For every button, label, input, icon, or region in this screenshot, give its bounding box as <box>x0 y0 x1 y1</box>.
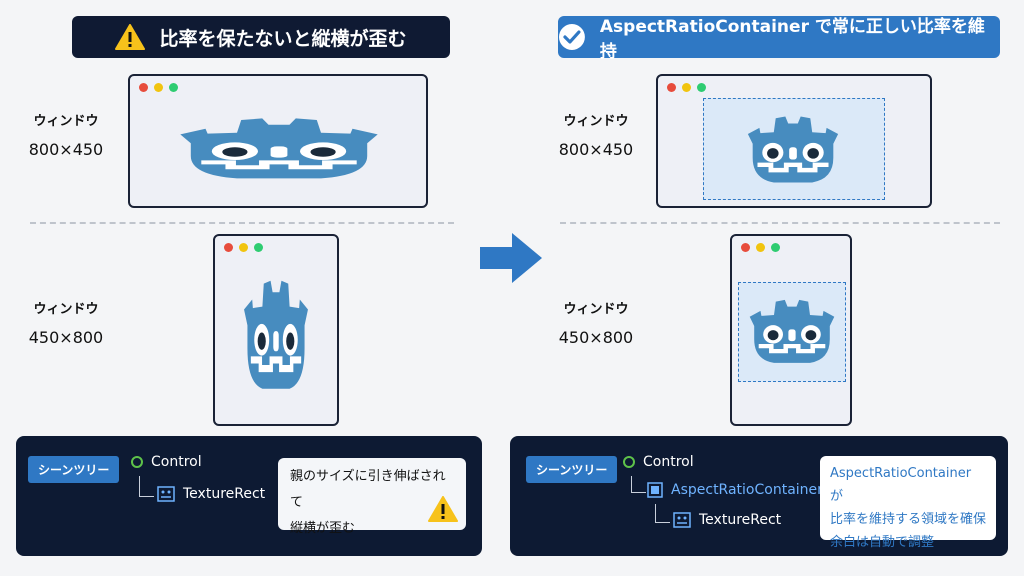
right-win2-label: ウィンドウ 450×800 <box>546 296 646 352</box>
tree-connector <box>139 476 154 497</box>
scene-tree-tag: シーンツリー <box>526 456 618 483</box>
left-window-tall <box>213 234 339 426</box>
check-icon <box>558 24 585 50</box>
tree-node-control[interactable]: Control <box>131 454 202 470</box>
note-line: 比率を維持する領域を確保 <box>830 512 987 527</box>
right-win1-size: 800×450 <box>558 140 634 159</box>
right-win2-size: 450×800 <box>558 328 634 347</box>
tree-connector <box>631 476 646 493</box>
left-banner: 比率を保たないと縦横が歪む <box>72 16 450 58</box>
tree-node-texturerect[interactable]: TextureRect <box>157 486 265 502</box>
arrow-right-icon <box>480 233 542 283</box>
right-banner: AspectRatioContainer で常に正しい比率を維持 <box>558 16 1000 62</box>
godot-logo <box>745 105 841 193</box>
warning-icon <box>115 24 146 50</box>
tree-node-label: Control <box>151 454 202 470</box>
left-banner-title: 比率を保たないと縦横が歪む <box>159 27 407 50</box>
window-controls <box>224 243 263 252</box>
left-win1-title: ウィンドウ <box>33 114 99 129</box>
scene-tree-tag: シーンツリー <box>28 456 120 483</box>
left-note: 親のサイズに引き伸ばされて 縦横が歪む <box>278 458 466 536</box>
godot-logo-stretched-tall <box>242 262 310 406</box>
window-controls <box>667 83 706 92</box>
right-window-tall <box>730 234 852 426</box>
left-win1-label: ウィンドウ 800×450 <box>16 108 116 164</box>
control-node-icon <box>623 456 635 468</box>
aspect-ratio-area <box>703 98 885 200</box>
container-icon <box>647 482 663 498</box>
note-line: 親のサイズに引き伸ばされて <box>290 469 446 510</box>
warning-icon <box>428 496 458 522</box>
texturerect-icon <box>673 512 691 528</box>
right-divider <box>560 222 1000 224</box>
tree-node-label: TextureRect <box>183 486 266 502</box>
left-window-wide <box>128 74 428 208</box>
texturerect-icon <box>157 486 175 502</box>
tree-node-aspectratiocontainer[interactable]: AspectRatioContainer <box>647 482 823 498</box>
tree-node-label: TextureRect <box>699 512 782 528</box>
note-line: 縦横が歪む <box>290 521 356 536</box>
left-win2-size: 450×800 <box>28 328 104 347</box>
godot-logo-stretched-wide <box>174 108 384 188</box>
tree-node-label: Control <box>643 454 694 470</box>
left-win2-label: ウィンドウ 450×800 <box>16 296 116 352</box>
note-line: AspectRatioContainer が <box>830 466 972 504</box>
window-controls <box>741 243 780 252</box>
godot-logo <box>747 289 837 373</box>
left-win2-title: ウィンドウ <box>33 302 99 317</box>
window-controls <box>139 83 178 92</box>
right-scene-tree-panel: シーンツリー Control AspectRatioContainer Text… <box>510 436 1008 556</box>
tree-node-control[interactable]: Control <box>623 454 694 470</box>
tree-node-label: AspectRatioContainer <box>671 482 823 498</box>
right-win2-title: ウィンドウ <box>563 302 629 317</box>
right-banner-title: AspectRatioContainer で常に正しい比率を維持 <box>599 17 985 62</box>
left-scene-tree-panel: シーンツリー Control TextureRect 親のサイズに引き伸ばされて… <box>16 436 482 556</box>
tree-connector <box>655 504 670 523</box>
left-win1-size: 800×450 <box>28 140 104 159</box>
aspect-ratio-area <box>738 282 846 382</box>
note-line: 余白は自動で調整 <box>830 535 935 550</box>
left-divider <box>30 222 454 224</box>
right-note: AspectRatioContainer が 比率を維持する領域を確保 余白は自… <box>820 456 996 550</box>
right-window-wide <box>656 74 932 208</box>
right-win1-title: ウィンドウ <box>563 114 629 129</box>
right-win1-label: ウィンドウ 800×450 <box>546 108 646 164</box>
tree-node-texturerect[interactable]: TextureRect <box>673 512 781 528</box>
control-node-icon <box>131 456 143 468</box>
